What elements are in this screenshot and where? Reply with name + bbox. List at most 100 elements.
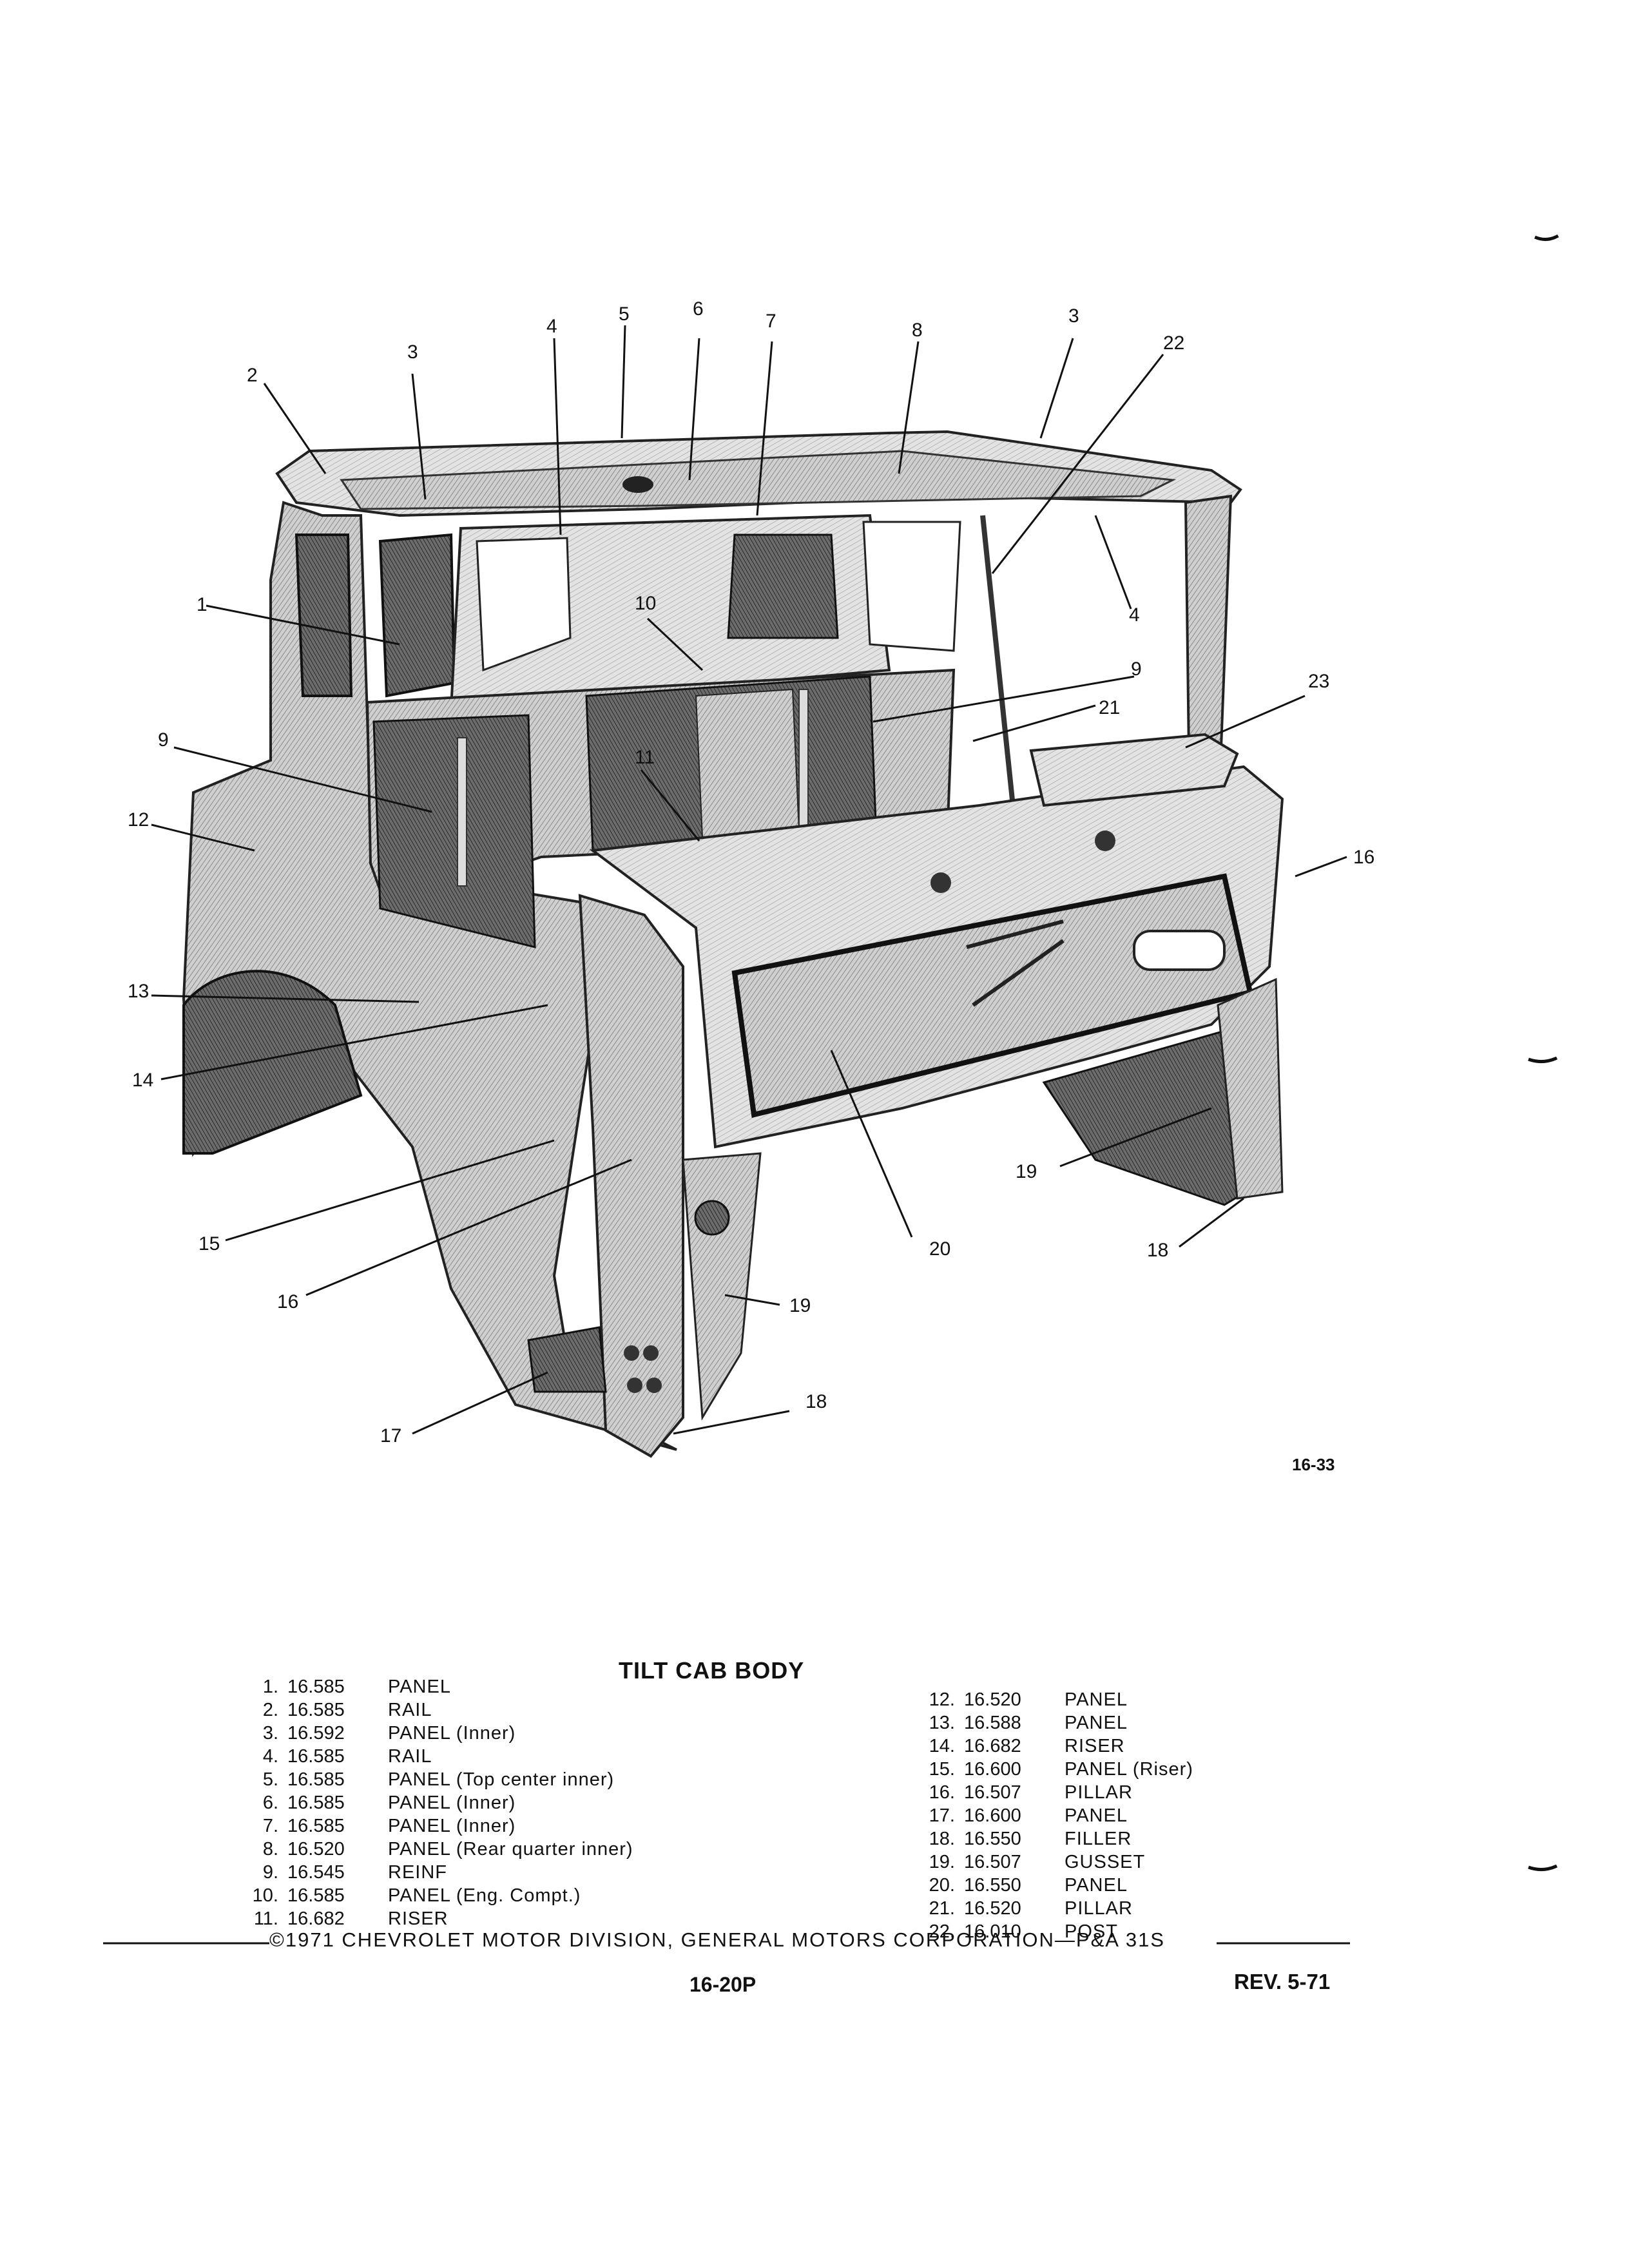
part-number: 15. <box>929 1759 955 1780</box>
engine-compartment <box>365 668 956 948</box>
part-description: PANEL (Riser) <box>1065 1759 1193 1780</box>
callout-8: 8 <box>912 320 923 341</box>
callout-13: 13 <box>128 981 149 1002</box>
part-number: 2. <box>262 1700 278 1720</box>
part-row: 6. 16.585 PANEL (Inner) <box>232 1791 633 1814</box>
callout-2: 2 <box>247 365 258 386</box>
part-description: RAIL <box>388 1700 432 1720</box>
part-number: 3. <box>262 1723 278 1744</box>
part-code: 16.520 <box>964 1898 1021 1919</box>
figure-number: 16-33 <box>1292 1455 1335 1474</box>
callout-12: 12 <box>128 809 149 831</box>
part-number: 18. <box>929 1829 955 1849</box>
part-description: PANEL (Inner) <box>388 1723 516 1744</box>
roof <box>275 430 1242 517</box>
part-number: 9. <box>262 1862 278 1883</box>
callout-7: 7 <box>766 311 776 332</box>
callout-1: 1 <box>197 594 207 615</box>
part-description: PANEL (Inner) <box>388 1816 516 1836</box>
part-description: PANEL <box>388 1677 451 1697</box>
part-code: 16.588 <box>964 1713 1021 1733</box>
part-code: 16.507 <box>964 1852 1021 1872</box>
part-code: 16.600 <box>964 1805 1021 1826</box>
callout-18a: 18 <box>1147 1240 1168 1261</box>
part-description: PANEL <box>1065 1713 1128 1733</box>
callout-17: 17 <box>380 1425 401 1446</box>
part-description: PANEL (Inner) <box>388 1792 516 1813</box>
part-description: PANEL (Rear quarter inner) <box>388 1839 633 1860</box>
leader-lines <box>151 325 1347 1435</box>
callout-3a: 3 <box>407 341 418 363</box>
part-number: 20. <box>929 1875 955 1896</box>
part-number: 13. <box>929 1713 955 1733</box>
part-code: 16.682 <box>287 1908 345 1929</box>
callout-4a: 4 <box>546 316 557 337</box>
part-description: PANEL (Top center inner) <box>388 1769 615 1790</box>
part-number: 21. <box>929 1898 955 1919</box>
part-number: 10. <box>252 1885 278 1906</box>
callout-4b: 4 <box>1129 604 1140 626</box>
part-row: 11. 16.682 RISER <box>232 1907 633 1930</box>
part-description: RISER <box>388 1908 448 1929</box>
part-row: 8. 16.520 PANEL (Rear quarter inner) <box>232 1838 633 1861</box>
part-description: PANEL (Eng. Compt.) <box>388 1885 581 1906</box>
part-row: 2. 16.585 RAIL <box>232 1698 633 1722</box>
part-code: 16.585 <box>287 1746 345 1767</box>
callout-18b: 18 <box>805 1391 827 1412</box>
part-description: PILLAR <box>1065 1782 1133 1803</box>
callout-16a: 16 <box>277 1291 298 1312</box>
part-code: 16.585 <box>287 1792 345 1813</box>
margin-mark <box>1534 234 1559 241</box>
part-number: 4. <box>262 1746 278 1767</box>
callout-11: 11 <box>635 747 655 768</box>
callout-20: 20 <box>929 1238 950 1260</box>
callout-22: 22 <box>1163 332 1184 354</box>
tilt-cab-illustration: 1 2 3 4 5 6 7 8 3 22 4 23 9 10 11 21 9 1… <box>128 298 1374 1458</box>
left-side-body <box>182 501 677 1451</box>
part-code: 16.600 <box>964 1759 1021 1780</box>
part-description: GUSSET <box>1065 1852 1146 1872</box>
callout-19a: 19 <box>1016 1161 1037 1182</box>
part-description: RAIL <box>388 1746 432 1767</box>
part-number: 7. <box>262 1816 278 1836</box>
part-number: 11. <box>253 1908 278 1929</box>
parts-list-title: TILT CAB BODY <box>619 1657 805 1684</box>
callout-3b: 3 <box>1068 305 1079 327</box>
part-number: 19. <box>929 1852 955 1872</box>
part-description: FILLER <box>1065 1829 1132 1849</box>
callout-9b: 9 <box>1131 658 1142 680</box>
part-code: 16.585 <box>287 1816 345 1836</box>
part-code: 16.545 <box>287 1862 345 1883</box>
part-code: 16.585 <box>287 1677 345 1697</box>
part-description: PILLAR <box>1065 1898 1133 1919</box>
callout-6: 6 <box>693 298 704 320</box>
part-code: 16.592 <box>287 1723 345 1744</box>
part-row: 4. 16.585 RAIL <box>232 1745 633 1768</box>
callout-numbers: 1 2 3 4 5 6 7 8 3 22 4 23 9 10 11 21 9 1… <box>128 298 1374 1446</box>
part-row: 7. 16.585 PANEL (Inner) <box>232 1814 633 1838</box>
part-code: 16.520 <box>287 1839 345 1860</box>
part-code: 16.550 <box>964 1875 1021 1896</box>
part-description: PANEL <box>1065 1689 1128 1710</box>
part-description: POST <box>1065 1921 1118 1942</box>
callout-16b: 16 <box>1353 847 1374 868</box>
copyright-notice: ©1971 CHEVROLET MOTOR DIVISION, GENERAL … <box>269 1928 1165 1951</box>
part-number: 8. <box>262 1839 278 1860</box>
part-row: 3. 16.592 PANEL (Inner) <box>232 1722 633 1745</box>
part-number: 6. <box>262 1792 278 1813</box>
margin-mark <box>1528 1864 1558 1871</box>
part-code: 16.585 <box>287 1700 345 1720</box>
part-description: PANEL <box>1065 1875 1128 1896</box>
revision-label: REV. 5-71 <box>1234 1970 1331 1994</box>
